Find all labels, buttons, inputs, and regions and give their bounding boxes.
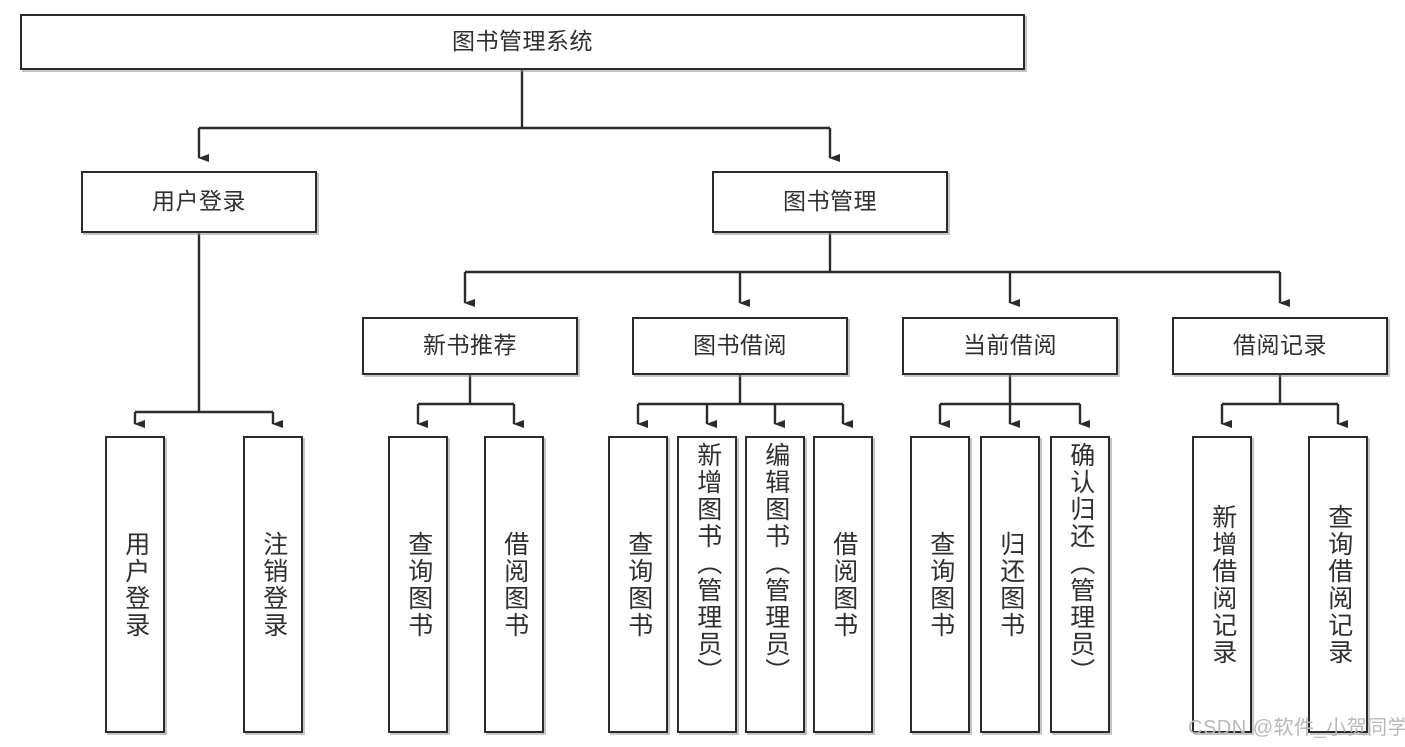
leaf-current-borrow-query-label: 查询图书: [926, 530, 955, 639]
leaf-user-login-signin-label: 用户登录: [121, 530, 150, 639]
leaf-borrow-record-query-label: 查询借阅记录: [1324, 503, 1353, 666]
leaf-book-borrow-lend[interactable]: 借阅图书: [813, 436, 873, 733]
node-current-borrow-label: 当前借阅: [963, 332, 1057, 359]
leaf-current-borrow-query[interactable]: 查询图书: [910, 436, 970, 733]
leaf-book-borrow-edit[interactable]: 编辑图书（管理员）: [745, 436, 805, 733]
leaf-borrow-record-add-label: 新增借阅记录: [1208, 503, 1237, 666]
leaf-book-borrow-query-label: 查询图书: [624, 530, 653, 639]
leaf-user-login-signin[interactable]: 用户登录: [105, 436, 165, 733]
leaf-current-borrow-confirm-return[interactable]: 确认归还（管理员）: [1050, 436, 1110, 733]
leaf-book-borrow-add-label: 新增图书（管理员）: [693, 442, 722, 685]
leaf-current-borrow-return-label: 归还图书: [996, 530, 1025, 639]
csdn-watermark: CSDN @软件_小贺同学: [1188, 717, 1405, 739]
node-user-login-label: 用户登录: [152, 188, 246, 215]
node-borrow-record[interactable]: 借阅记录: [1172, 317, 1388, 375]
node-root-system-label: 图书管理系统: [452, 28, 593, 55]
node-book-management-label: 图书管理: [783, 188, 877, 215]
node-root-system[interactable]: 图书管理系统: [20, 14, 1025, 70]
leaf-current-borrow-confirm-return-label: 确认归还（管理员）: [1066, 442, 1095, 685]
node-book-management[interactable]: 图书管理: [712, 171, 948, 233]
leaf-new-book-query[interactable]: 查询图书: [388, 436, 448, 733]
leaf-book-borrow-add[interactable]: 新增图书（管理员）: [677, 436, 737, 733]
leaf-borrow-record-query[interactable]: 查询借阅记录: [1308, 436, 1368, 733]
node-new-book-recommend[interactable]: 新书推荐: [362, 317, 578, 375]
node-new-book-recommend-label: 新书推荐: [423, 332, 517, 359]
node-borrow-record-label: 借阅记录: [1233, 332, 1327, 359]
leaf-new-book-borrow-label: 借阅图书: [500, 530, 529, 639]
leaf-book-borrow-edit-label: 编辑图书（管理员）: [761, 442, 790, 685]
leaf-current-borrow-return[interactable]: 归还图书: [980, 436, 1040, 733]
leaf-book-borrow-query[interactable]: 查询图书: [608, 436, 668, 733]
node-book-borrow[interactable]: 图书借阅: [632, 317, 848, 375]
leaf-user-login-signout-label: 注销登录: [259, 530, 288, 639]
leaf-new-book-query-label: 查询图书: [404, 530, 433, 639]
leaf-user-login-signout[interactable]: 注销登录: [243, 436, 303, 733]
leaf-book-borrow-lend-label: 借阅图书: [829, 530, 858, 639]
node-user-login[interactable]: 用户登录: [81, 171, 317, 233]
node-current-borrow[interactable]: 当前借阅: [902, 317, 1118, 375]
leaf-new-book-borrow[interactable]: 借阅图书: [484, 436, 544, 733]
node-book-borrow-label: 图书借阅: [693, 332, 787, 359]
leaf-borrow-record-add[interactable]: 新增借阅记录: [1192, 436, 1252, 733]
